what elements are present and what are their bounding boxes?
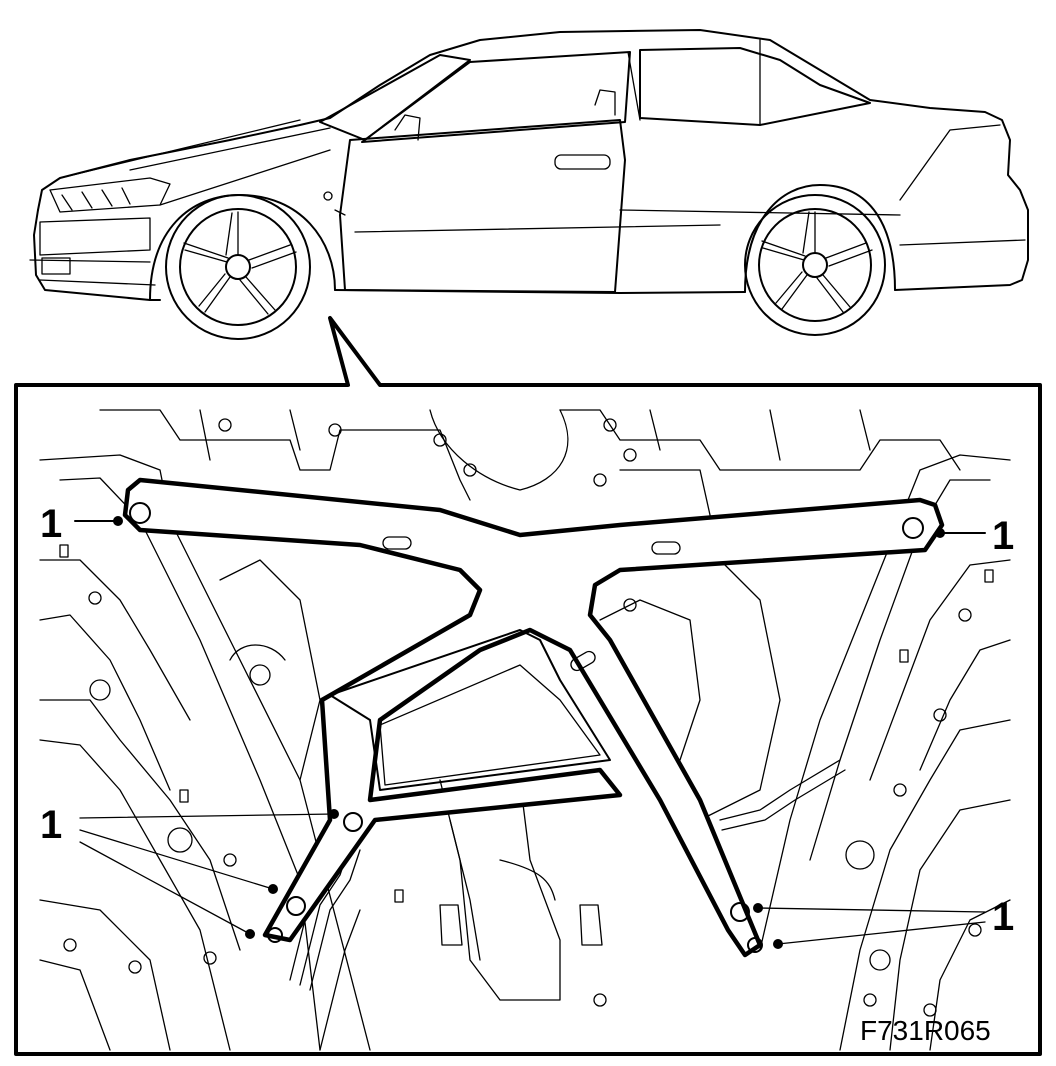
callout-dot [268, 884, 278, 894]
callout-label: 1 [40, 803, 62, 847]
brace-upper-beam [122, 477, 945, 958]
callout-bottom-right: 1 [753, 895, 1014, 949]
detail-frame [14, 316, 1042, 1056]
callout-dot [753, 903, 763, 913]
x-brace [122, 477, 945, 958]
figure-id: F731R065 [860, 1015, 991, 1046]
underbody-background [39, 409, 1011, 1051]
callout-label: 1 [992, 514, 1014, 558]
car-side-view [29, 29, 1029, 340]
callout-top-left: 1 [40, 502, 123, 546]
callout-dot [113, 516, 123, 526]
callout-label: 1 [40, 502, 62, 546]
callout-label: 1 [992, 895, 1014, 939]
callout-dot [935, 528, 945, 538]
callouts: 1 1 1 1 [40, 502, 1014, 949]
callout-dot [245, 929, 255, 939]
callout-dot [773, 939, 783, 949]
callout-top-right: 1 [935, 514, 1014, 558]
callout-bottom-left: 1 [40, 803, 339, 939]
callout-dot [329, 809, 339, 819]
